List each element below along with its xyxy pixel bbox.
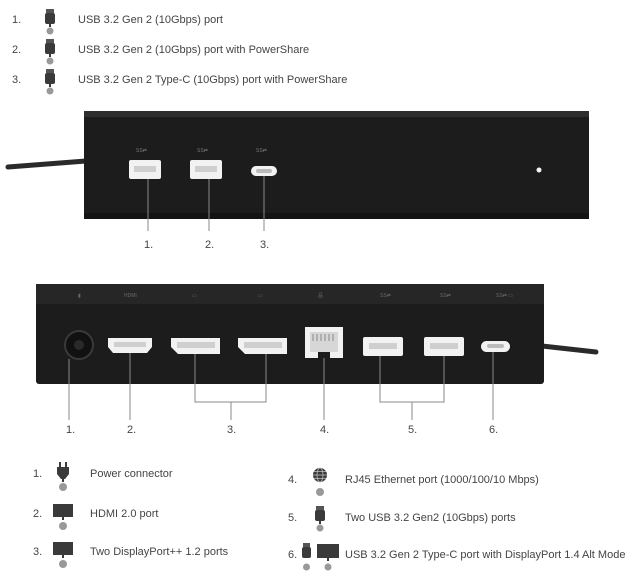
svg-text:品: 品 (318, 293, 323, 299)
usb-monitor-icon (301, 543, 341, 573)
top-item-1-number: 1. (12, 14, 22, 26)
svg-text:▭: ▭ (258, 293, 263, 299)
legend-4-text: RJ45 Ethernet port (1000/100/10 Mbps) (345, 474, 539, 486)
rear-callout-3: 3. (227, 424, 237, 436)
usb-icon (44, 39, 56, 65)
svg-text:HDMI: HDMI (124, 293, 137, 299)
top-item-1-text: USB 3.2 Gen 2 (10Gbps) port (78, 14, 223, 26)
svg-text:SS⇄: SS⇄ (197, 148, 208, 154)
front-callout-3: 3. (260, 239, 270, 251)
svg-text:▮: ▮ (78, 293, 81, 299)
top-item-2-text: USB 3.2 Gen 2 (10Gbps) port with PowerSh… (78, 44, 310, 56)
rear-callout-5: 5. (408, 424, 418, 436)
dock-rear-view: ▮ HDMI ▭ ▭ 品 SS⇄ SS⇄ SS⇄ ▭ (0, 278, 600, 443)
rear-callout-6: 6. (489, 424, 499, 436)
rear-callout-1: 1. (66, 424, 76, 436)
top-item-2-number: 2. (12, 44, 22, 56)
legend-6-text: USB 3.2 Gen 2 Type-C port with DisplayPo… (345, 549, 625, 561)
front-callout-1: 1. (144, 239, 154, 251)
svg-text:SS⇄ ▭: SS⇄ ▭ (496, 293, 513, 299)
legend-2-number: 2. (33, 508, 43, 520)
svg-text:SS⇄: SS⇄ (256, 148, 267, 154)
usb-icon (44, 9, 56, 35)
legend-5-number: 5. (288, 512, 298, 524)
dock-front-view: SS⇄ SS⇄ SS⇄ 1. 2. 3. (0, 105, 600, 265)
rear-callout-4: 4. (320, 424, 330, 436)
power-plug-icon (56, 462, 70, 492)
usb-icon (44, 69, 56, 95)
top-item-3-number: 3. (12, 74, 22, 86)
legend-5-text: Two USB 3.2 Gen2 (10Gbps) ports (345, 512, 516, 524)
legend-3-number: 3. (33, 546, 43, 558)
legend-3-text: Two DisplayPort++ 1.2 ports (90, 546, 229, 558)
globe-icon (311, 467, 329, 497)
legend-6-number: 6. (288, 549, 298, 561)
svg-text:▭: ▭ (192, 293, 197, 299)
rear-callout-2: 2. (127, 424, 137, 436)
legend-4-number: 4. (288, 474, 298, 486)
monitor-icon (52, 503, 74, 531)
legend-1-number: 1. (33, 468, 43, 480)
svg-text:SS⇄: SS⇄ (136, 148, 147, 154)
svg-text:SS⇄: SS⇄ (440, 293, 451, 299)
svg-text:SS⇄: SS⇄ (380, 293, 391, 299)
top-item-3-text: USB 3.2 Gen 2 Type-C (10Gbps) port with … (78, 74, 348, 86)
legend-2-text: HDMI 2.0 port (90, 508, 159, 520)
usb-icon (314, 506, 326, 532)
front-callout-2: 2. (205, 239, 215, 251)
legend-1-text: Power connector (90, 468, 173, 480)
monitor-icon (52, 541, 74, 569)
